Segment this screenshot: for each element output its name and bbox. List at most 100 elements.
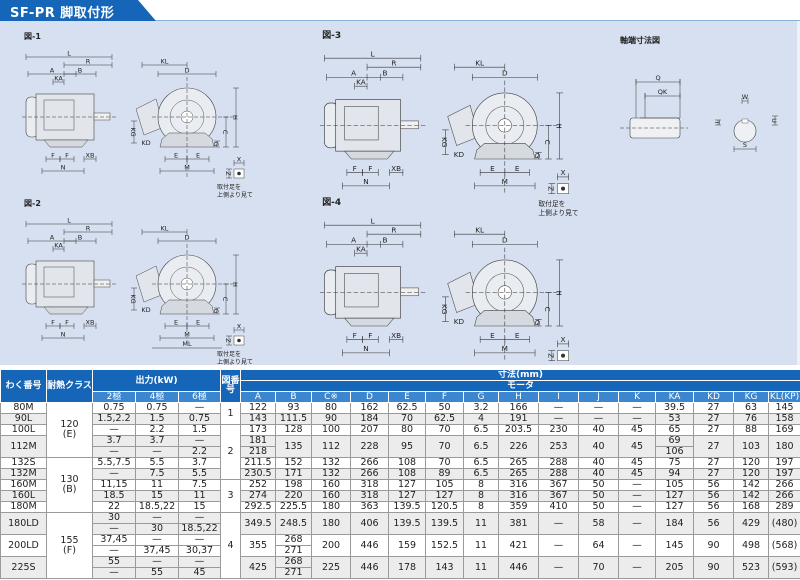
dim-c-cell: 180 <box>311 512 352 535</box>
frame-cell: 90L <box>0 413 47 425</box>
output-cell: — <box>135 512 179 524</box>
output-cell: 18.5,22 <box>135 501 179 513</box>
dim-h-cell: 191 <box>498 413 540 425</box>
frame-cell: 100L <box>0 424 47 436</box>
dim-j-cell: 40 <box>578 457 620 469</box>
header-figure-no: 図番号 <box>220 369 242 403</box>
output-cell: 15 <box>177 501 222 513</box>
dim-c-cell: 90 <box>311 413 352 425</box>
dim-c-cell: 200 <box>311 534 352 557</box>
dim-label-kl: KL <box>475 58 485 67</box>
frame-cell: 180M <box>0 501 47 513</box>
dim-kg-cell: 76 <box>733 413 770 425</box>
dim-d-cell: 184 <box>350 413 390 425</box>
dim-kd-cell: 27 <box>693 402 735 414</box>
dim-kd-cell: 56 <box>693 479 735 491</box>
dim-label-x: X <box>237 156 242 164</box>
dim-label-f: F <box>65 319 69 327</box>
dim-j-cell: 70 <box>578 556 620 579</box>
dim-ka-cell: 69 <box>655 435 695 447</box>
dim-a-cell: 211.5 <box>240 457 277 469</box>
frame-cell: 80M <box>0 402 47 414</box>
figure-title: 図-4 <box>322 197 341 208</box>
dim-label-h: H <box>231 115 239 120</box>
dim-label-d: D <box>502 69 508 78</box>
dim-ka-cell: 145 <box>655 534 695 557</box>
dim-kg-cell: 63 <box>733 402 770 414</box>
dim-k-cell: 45 <box>618 468 657 480</box>
dim-kg-cell: 168 <box>733 501 770 513</box>
header-pole-3: 6極 <box>177 391 222 403</box>
dim-label-d: D <box>502 236 508 245</box>
output-cell: 18.5,22 <box>177 523 222 535</box>
header-motor: モータ <box>240 380 800 392</box>
dim-f-cell: 89 <box>425 468 465 480</box>
dim-d-cell: 318 <box>350 490 390 502</box>
dim-kg-cell: 142 <box>733 490 770 502</box>
dim-label-xb: XB <box>86 152 95 160</box>
dim-label-c: C <box>543 140 552 145</box>
insulation-class-cell: 155(F) <box>46 512 93 579</box>
dim-label-kd: KD <box>454 150 465 159</box>
dim-j-cell: 50 <box>578 479 620 491</box>
insulation-class-value: 130 <box>60 474 79 485</box>
dim-c-cell: 112 <box>311 435 352 458</box>
dim-b-cell: 152 <box>275 457 313 469</box>
dim-k-cell: 45 <box>618 457 657 469</box>
output-cell: 11,15 <box>92 479 136 491</box>
dim-d-cell: 318 <box>350 479 390 491</box>
dim-f-cell: 70 <box>425 435 465 458</box>
dim-a-cell: 173 <box>240 424 277 436</box>
dim-ka-cell: 127 <box>655 490 695 502</box>
dim-label-n: N <box>61 164 66 172</box>
dim-k-cell: — <box>618 556 657 579</box>
dim-b-cell: 271 <box>275 567 313 579</box>
dim-label-kd: KD <box>141 139 150 147</box>
dim-kd-cell: 27 <box>693 413 735 425</box>
dim-label-z: Z <box>546 353 555 358</box>
dim-d-cell: 207 <box>350 424 390 436</box>
dim-kg-cell: 120 <box>733 468 770 480</box>
dim-b-cell: 268 <box>275 534 313 546</box>
dim-label-l: L <box>67 50 71 58</box>
dim-label-d: D <box>184 234 189 242</box>
dim-label-h: H <box>231 282 239 287</box>
dim-label-f: F <box>353 331 357 340</box>
output-cell: — <box>92 567 136 579</box>
insulation-class-grade: (F) <box>63 544 76 556</box>
insulation-class-grade: (E) <box>62 429 77 440</box>
dim-j-cell: 40 <box>578 435 620 458</box>
output-cell: 3.7 <box>92 435 136 447</box>
terminal-box-side <box>43 99 75 131</box>
dim-b-cell: 248.5 <box>275 512 313 535</box>
frame-cell: 225S <box>0 556 47 579</box>
foot-note-line-2: 上側より見て <box>538 208 578 217</box>
dim-klkp-cell: 289 <box>768 501 800 513</box>
dim-kg-cell: 523 <box>733 556 770 579</box>
dim-label-b: B <box>78 234 82 242</box>
dim-i-cell: 288 <box>538 457 580 469</box>
dim-e-cell: 139.5 <box>388 512 427 535</box>
dim-ka-cell: 94 <box>655 468 695 480</box>
output-cell: 15 <box>135 490 179 502</box>
shaft-label-qk: QK <box>658 88 668 96</box>
dim-label-f: F <box>353 164 357 173</box>
output-cell: 45 <box>177 567 222 579</box>
dim-i-cell: 367 <box>538 479 580 491</box>
output-cell: 5.5 <box>135 457 179 469</box>
dim-b-cell: 271 <box>275 545 313 557</box>
dim-label-d: D <box>184 67 189 75</box>
figure-no-cell: 2 <box>220 424 242 480</box>
dim-d-cell: 446 <box>350 534 390 557</box>
dim-h-cell: 316 <box>498 490 540 502</box>
output-cell: — <box>177 402 222 414</box>
dim-label-kl: KL <box>161 58 169 66</box>
frame-cell: 200LD <box>0 534 47 557</box>
output-cell: 30 <box>92 512 136 524</box>
output-cell: 0.75 <box>92 402 136 414</box>
